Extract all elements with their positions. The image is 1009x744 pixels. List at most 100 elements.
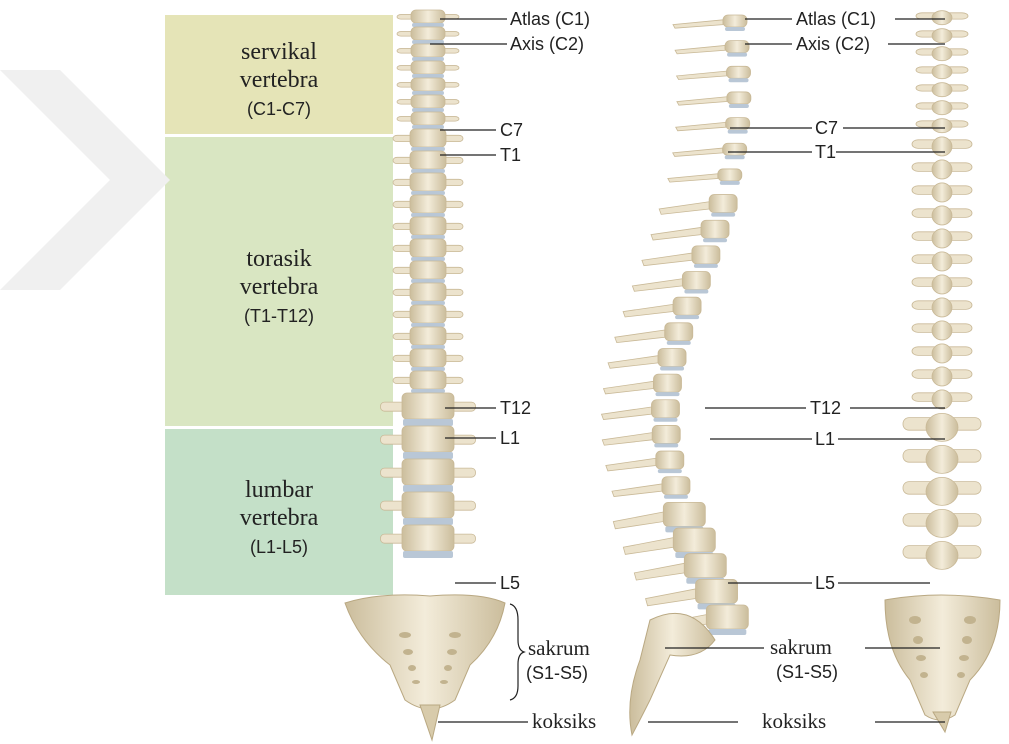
anterior-vertebra (411, 27, 445, 40)
lateral-vertebra (727, 92, 751, 104)
anterior-disc (411, 301, 445, 305)
anterior-disc (411, 213, 445, 217)
lateral-disc (675, 315, 699, 319)
lateral-disc (728, 130, 748, 134)
posterior-spinous-process (932, 206, 952, 225)
lateral-disc (725, 155, 745, 159)
lateral-spinous-process (677, 97, 727, 105)
posterior-spinous-process (932, 252, 952, 271)
lateral-vertebra (692, 246, 720, 264)
anterior-vertebra (411, 44, 445, 57)
anterior-disc (411, 169, 445, 173)
label-sacrum-left: sakrum (528, 637, 590, 659)
lateral-disc (711, 213, 735, 217)
lateral-spinous-process (646, 589, 696, 606)
lateral-disc (694, 264, 718, 268)
anterior-vertebra (402, 459, 454, 485)
lateral-disc (653, 418, 677, 422)
lateral-spinous-process (613, 512, 663, 529)
lateral-disc (708, 629, 746, 635)
anterior-vertebra (410, 349, 446, 367)
posterior-spinous-process (932, 183, 952, 202)
lateral-spinous-process (642, 253, 692, 266)
posterior-spinous-process (932, 367, 952, 386)
anterior-disc (412, 91, 444, 95)
posterior-spine-view (885, 11, 1000, 732)
lateral-spinous-process (632, 279, 682, 292)
anterior-vertebra (411, 95, 445, 108)
lateral-vertebra (662, 477, 690, 495)
posterior-spinous-process (932, 160, 952, 179)
lateral-spinous-process (606, 458, 656, 471)
lateral-disc (664, 495, 688, 499)
posterior-spinous-process (932, 344, 952, 363)
label-t1-right: T1 (815, 142, 836, 162)
anterior-vertebra (411, 61, 445, 74)
anterior-disc (403, 452, 453, 459)
posterior-spinous-process (932, 47, 952, 61)
lateral-spinous-process (659, 202, 709, 215)
label-l5-left: L5 (500, 573, 520, 593)
anterior-disc (411, 279, 445, 283)
watermark-shape (0, 70, 170, 290)
label-atlas-right: Atlas (C1) (796, 9, 876, 29)
lateral-vertebra (656, 451, 684, 469)
posterior-spinous-process (932, 229, 952, 248)
posterior-spinous-process (926, 477, 958, 505)
label-axis-left: Axis (C2) (510, 34, 584, 54)
posterior-spinous-process (926, 509, 958, 537)
anterior-vertebra (402, 525, 454, 551)
posterior-spinous-process (932, 11, 952, 25)
lateral-disc (654, 443, 678, 447)
anterior-disc (412, 57, 444, 61)
lateral-vertebra (673, 528, 715, 552)
lateral-vertebra (682, 272, 710, 290)
lateral-vertebra (684, 554, 726, 578)
lateral-vertebra (718, 169, 742, 181)
posterior-spinous-process (932, 65, 952, 79)
lateral-spinous-process (612, 484, 662, 497)
anterior-disc (412, 125, 444, 129)
lateral-disc (703, 238, 727, 242)
lateral-disc (727, 53, 747, 57)
anterior-disc (411, 323, 445, 327)
anterior-vertebra (410, 371, 446, 389)
anterior-vertebra (410, 261, 446, 279)
lateral-spinous-process (603, 381, 653, 394)
anterior-vertebra (411, 112, 445, 125)
lateral-disc (729, 104, 749, 108)
anterior-disc (411, 367, 445, 371)
label-sacrum-range-left: (S1-S5) (526, 663, 588, 683)
lateral-spinous-process (673, 148, 723, 156)
anterior-vertebra (402, 426, 454, 452)
lateral-spinous-process (651, 227, 701, 240)
posterior-spinous-process (932, 119, 952, 133)
anterior-vertebra (410, 129, 446, 147)
label-c7-left: C7 (500, 120, 523, 140)
anterior-vertebra (411, 10, 445, 23)
posterior-spinous-process (932, 321, 952, 340)
lateral-disc (720, 181, 740, 185)
label-coccyx-left: koksiks (532, 710, 596, 732)
lateral-vertebra (727, 66, 751, 78)
label-t12-right: T12 (810, 398, 841, 418)
lateral-disc (684, 290, 708, 294)
anterior-disc (411, 257, 445, 261)
lateral-disc (667, 341, 691, 345)
lateral-disc (658, 469, 682, 473)
label-l1-right: L1 (815, 429, 835, 449)
lateral-vertebra (723, 15, 747, 27)
lateral-vertebra (652, 425, 680, 443)
lateral-vertebra (723, 143, 747, 155)
anterior-vertebra (410, 217, 446, 235)
anterior-vertebra (410, 195, 446, 213)
anterior-disc (412, 108, 444, 112)
lateral-spinous-process (668, 174, 718, 182)
anterior-disc (411, 235, 445, 239)
anterior-vertebra (402, 492, 454, 518)
posterior-sacrum (885, 595, 1000, 720)
label-sacrum-right: sakrum (770, 636, 832, 658)
lateral-disc (725, 27, 745, 31)
lateral-spinous-process (634, 563, 684, 580)
lateral-spine-view (601, 15, 750, 735)
